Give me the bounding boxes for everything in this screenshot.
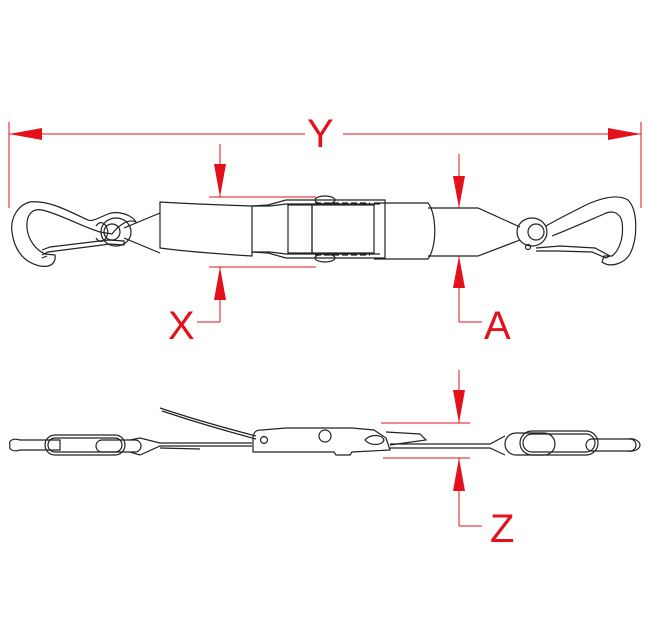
arrow-down-icon bbox=[453, 176, 465, 208]
arrow-left-icon bbox=[9, 128, 42, 140]
left-strap-loop bbox=[129, 437, 252, 456]
right-strap-line bbox=[390, 435, 506, 456]
arrow-down-icon bbox=[214, 164, 226, 197]
strap-left-section bbox=[159, 201, 253, 257]
right-snap-hook bbox=[516, 196, 637, 266]
ratchet-buckle bbox=[251, 195, 386, 263]
dimension-a bbox=[453, 154, 482, 323]
arrow-up-icon bbox=[453, 458, 465, 491]
arrow-up-icon bbox=[453, 256, 465, 288]
loose-strap-tail bbox=[159, 407, 257, 440]
arrow-up-icon bbox=[214, 267, 226, 300]
dimension-label-x: X bbox=[168, 304, 195, 348]
arrow-down-icon bbox=[453, 390, 465, 423]
dimension-z bbox=[381, 370, 482, 527]
right-chain-links bbox=[504, 430, 641, 456]
dimension-annotations bbox=[8, 122, 642, 527]
dimension-label-y: Y bbox=[307, 112, 334, 156]
left-chain-links bbox=[9, 434, 142, 456]
left-strap-taper bbox=[123, 212, 161, 254]
top-view bbox=[11, 195, 637, 267]
arrow-right-icon bbox=[608, 128, 641, 140]
dimension-x bbox=[197, 144, 316, 323]
dimension-label-a: A bbox=[484, 304, 511, 348]
strap-right-tail bbox=[428, 207, 521, 257]
strap-right-section bbox=[374, 202, 436, 260]
left-snap-hook bbox=[11, 201, 138, 267]
buckle-side bbox=[252, 427, 428, 456]
dimension-y bbox=[8, 122, 642, 208]
dimension-label-z: Z bbox=[490, 507, 515, 551]
side-view bbox=[9, 407, 641, 456]
